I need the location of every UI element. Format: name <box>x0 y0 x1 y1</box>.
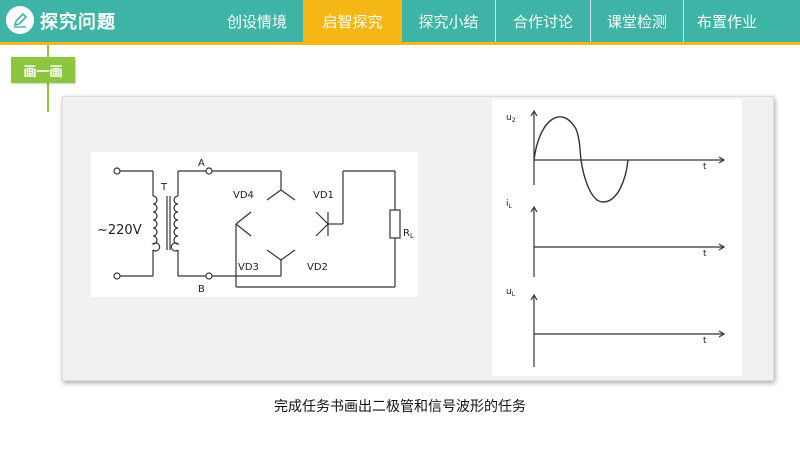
source-voltage-label: ~220V <box>97 223 142 238</box>
ul-axis-label: uL <box>506 287 516 298</box>
vd3-label: VD3 <box>238 262 259 273</box>
vd2-label: VD2 <box>307 262 328 273</box>
ul-time-label: t <box>703 336 707 346</box>
il-axis-label: iL <box>506 199 513 210</box>
tab-create-context[interactable]: 创设情境 <box>226 12 287 31</box>
u2-time-label: t <box>703 162 707 172</box>
tab-class-test[interactable]: 课堂检测 <box>590 0 683 42</box>
vd1-label: VD1 <box>313 190 334 201</box>
load-label: RL <box>403 228 414 240</box>
activity-tag: 画一画 <box>11 57 75 83</box>
pencil-icon <box>6 6 34 34</box>
top-nav-underline <box>0 42 800 45</box>
tab-group-discussion[interactable]: 合作讨论 <box>495 0 590 42</box>
tab-homework[interactable]: 布置作业 <box>683 0 770 42</box>
u2-axis-label: u2 <box>506 113 516 124</box>
vd4-label: VD4 <box>233 190 254 201</box>
section-title: 探究问题 <box>40 12 116 33</box>
tab-inquiry[interactable]: 启智探究 <box>303 0 402 42</box>
waveform-panel: u2 t iL t uL t <box>492 99 742 376</box>
il-time-label: t <box>703 249 707 259</box>
node-b-label: B <box>198 284 205 295</box>
transformer-label: T <box>160 182 168 193</box>
task-caption: 完成任务书画出二极管和信号波形的任务 <box>274 399 526 415</box>
node-a-label: A <box>198 158 205 169</box>
bridge-rectifier-diagram: ~220V T A B VD4 VD1 VD3 VD2 RL <box>91 152 418 297</box>
tab-bar: 创设情境 启智探究 探究小结 合作讨论 课堂检测 布置作业 <box>211 0 770 42</box>
tab-inquiry-summary[interactable]: 探究小结 <box>418 12 479 31</box>
